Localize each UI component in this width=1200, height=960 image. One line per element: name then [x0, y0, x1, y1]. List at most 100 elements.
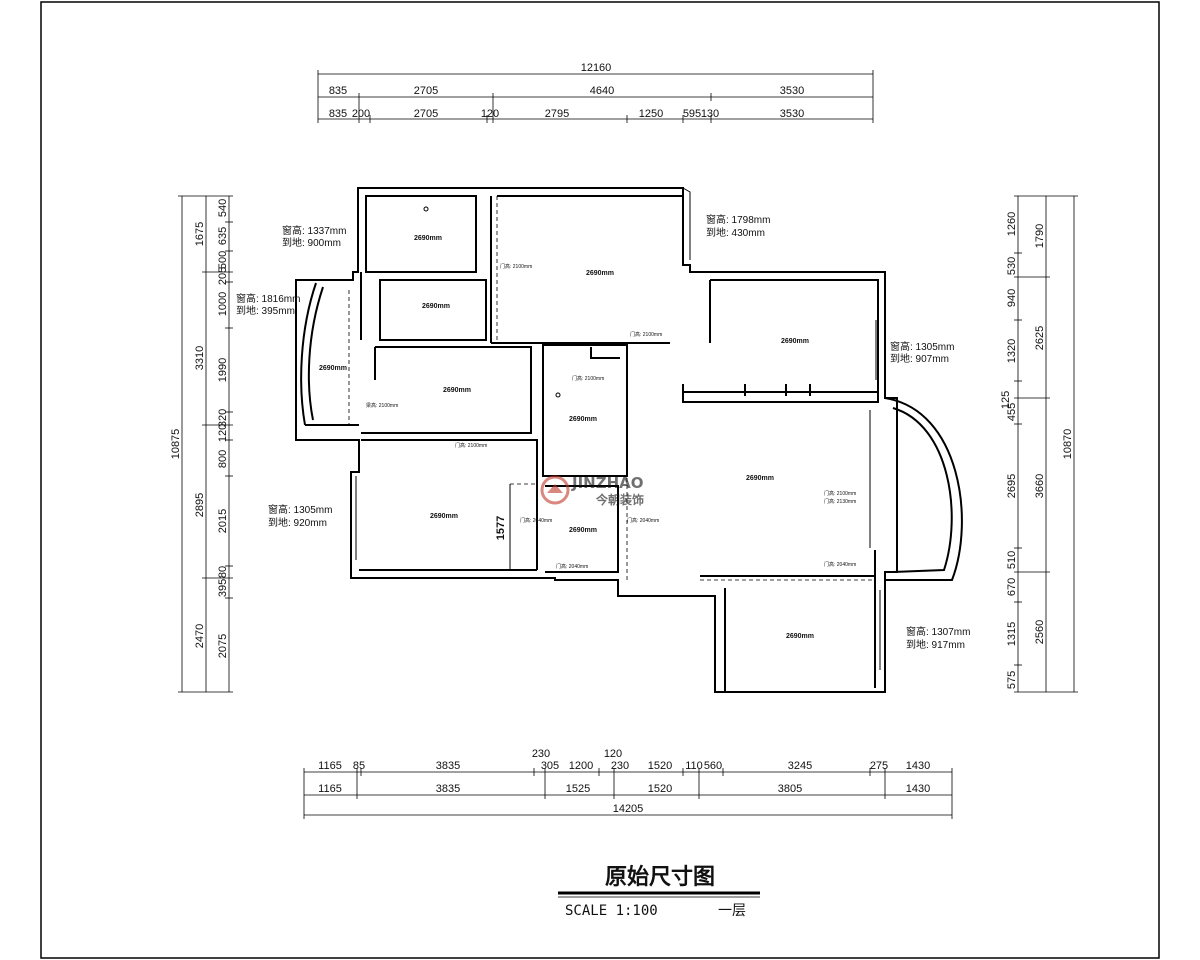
svg-text:窗高: 1307mm: 窗高: 1307mm [906, 625, 970, 638]
svg-text:560: 560 [704, 760, 722, 772]
door-notes: 门高: 2100mm 门高: 2100mm 门高: 2100mm 门高: 210… [366, 263, 856, 570]
logo-icon [540, 475, 570, 505]
svg-text:2895: 2895 [194, 493, 206, 517]
svg-text:1200: 1200 [569, 760, 593, 772]
svg-text:门高: 2040mm: 门高: 2040mm [824, 561, 856, 568]
room-height: 2690mm [586, 270, 614, 277]
svg-text:梁高: 2100mm: 梁高: 2100mm [366, 402, 398, 409]
svg-text:门高: 2040mm: 门高: 2040mm [556, 563, 588, 570]
left-dimensions: 10875 1675 3310 2895 2470 540 635 500 20… [170, 195, 233, 693]
room-height: 2690mm [569, 416, 597, 423]
svg-text:门高: 2040mm: 门高: 2040mm [520, 517, 552, 524]
svg-text:到地: 907mm: 到地: 907mm [890, 352, 949, 365]
svg-text:200: 200 [352, 108, 370, 120]
svg-text:940: 940 [1006, 289, 1018, 307]
svg-text:门高: 2100mm: 门高: 2100mm [630, 331, 662, 338]
pipe-marker [555, 392, 561, 398]
svg-text:2705: 2705 [414, 85, 438, 97]
svg-text:到地: 900mm: 到地: 900mm [282, 236, 341, 249]
svg-text:门高: 2130mm: 门高: 2130mm [824, 498, 856, 505]
svg-text:1520: 1520 [648, 760, 672, 772]
svg-text:3805: 3805 [778, 783, 802, 795]
plan-walls [295, 187, 963, 693]
svg-text:320: 320 [217, 409, 229, 427]
svg-text:2075: 2075 [217, 634, 229, 658]
svg-text:窗高: 1305mm: 窗高: 1305mm [890, 340, 954, 353]
svg-text:1525: 1525 [566, 783, 590, 795]
svg-text:门高: 2040mm: 门高: 2040mm [627, 517, 659, 524]
svg-text:2705: 2705 [414, 108, 438, 120]
svg-text:120: 120 [481, 108, 499, 120]
svg-text:835: 835 [329, 108, 347, 120]
svg-text:1430: 1430 [906, 760, 930, 772]
svg-text:120: 120 [217, 424, 229, 442]
right-dimensions: 10870 1790 2625 3660 2560 1260 530 940 1… [1000, 195, 1078, 693]
svg-text:3310: 3310 [194, 346, 206, 370]
room-height: 2690mm [443, 387, 471, 394]
room-height: 2690mm [569, 527, 597, 534]
svg-text:1165: 1165 [318, 783, 342, 795]
svg-text:395: 395 [217, 579, 229, 597]
room-height: 2690mm [319, 365, 347, 372]
svg-text:80: 80 [217, 566, 229, 578]
svg-text:2695: 2695 [1006, 474, 1018, 498]
svg-text:3530: 3530 [780, 108, 804, 120]
svg-text:575: 575 [1006, 671, 1018, 689]
svg-text:窗高: 1798mm: 窗高: 1798mm [706, 213, 770, 226]
svg-text:2470: 2470 [194, 624, 206, 648]
svg-text:670: 670 [1006, 578, 1018, 596]
svg-text:3660: 3660 [1034, 474, 1046, 498]
svg-text:1790: 1790 [1034, 224, 1046, 248]
svg-text:门高: 2100mm: 门高: 2100mm [455, 442, 487, 449]
room-height: 2690mm [781, 338, 809, 345]
brand-en: JINZHAO [571, 474, 644, 492]
room-height: 2690mm [422, 303, 450, 310]
svg-text:1165: 1165 [318, 760, 342, 772]
svg-text:500: 500 [217, 251, 229, 269]
svg-text:455: 455 [1006, 403, 1018, 421]
svg-text:到地: 920mm: 到地: 920mm [268, 516, 327, 529]
room-labels: 2690mm 2690mm 2690mm 2690mm 2690mm 2690m… [319, 235, 814, 640]
company-watermark: JINZHAO 今朝装饰 [540, 474, 644, 507]
svg-text:2625: 2625 [1034, 326, 1046, 350]
room-height: 2690mm [430, 513, 458, 520]
svg-text:1315: 1315 [1006, 622, 1018, 646]
svg-text:1430: 1430 [906, 783, 930, 795]
room-height: 2690mm [786, 633, 814, 640]
svg-text:120: 120 [604, 748, 622, 760]
svg-text:635: 635 [217, 227, 229, 245]
svg-text:595: 595 [683, 108, 701, 120]
top-dimensions: 12160 835 2705 4640 3530 835 200 2705 12… [317, 62, 874, 123]
svg-text:窗高: 1305mm: 窗高: 1305mm [268, 503, 332, 516]
svg-text:1675: 1675 [194, 222, 206, 246]
drawing-title: 原始尺寸图 [605, 864, 715, 890]
svg-text:到地: 395mm: 到地: 395mm [236, 304, 295, 317]
svg-text:275: 275 [870, 760, 888, 772]
svg-text:1250: 1250 [639, 108, 663, 120]
room-height: 2690mm [746, 475, 774, 482]
floor-label: 一层 [718, 903, 746, 919]
house-icon [547, 484, 563, 493]
window-notes: 窗高: 1337mm 到地: 900mm 窗高: 1816mm 到地: 395m… [236, 213, 970, 651]
height-mark: 1577 [495, 516, 507, 540]
svg-text:3835: 3835 [436, 760, 460, 772]
svg-text:305: 305 [541, 760, 559, 772]
svg-text:530: 530 [1006, 257, 1018, 275]
svg-text:205: 205 [217, 267, 229, 285]
svg-text:2015: 2015 [217, 509, 229, 533]
svg-text:门高: 2100mm: 门高: 2100mm [824, 490, 856, 497]
svg-text:85: 85 [353, 760, 365, 772]
top-total: 12160 [581, 62, 612, 74]
svg-text:1000: 1000 [217, 292, 229, 316]
svg-text:3245: 3245 [788, 760, 812, 772]
svg-text:230: 230 [611, 760, 629, 772]
scale-label: SCALE 1:100 [565, 903, 658, 919]
svg-text:110: 110 [685, 760, 703, 772]
svg-text:3835: 3835 [436, 783, 460, 795]
bottom-dimensions: 230 120 1165 85 3835 305 1200 230 1520 1… [303, 748, 953, 819]
svg-text:125: 125 [1000, 391, 1012, 409]
svg-text:1990: 1990 [217, 358, 229, 382]
svg-text:1320: 1320 [1006, 339, 1018, 363]
svg-text:130: 130 [701, 108, 719, 120]
